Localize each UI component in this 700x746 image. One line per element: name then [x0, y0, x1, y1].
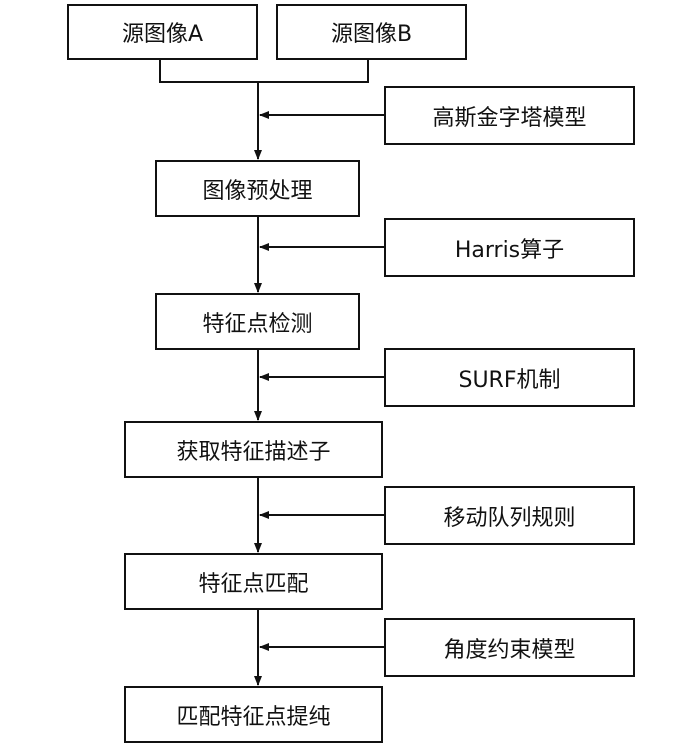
step-refinement-label: 匹配特征点提纯 — [176, 704, 331, 730]
step-descriptor-box: 获取特征描述子 — [124, 421, 383, 478]
method-gaussian-pyramid-box: 高斯金字塔模型 — [384, 86, 635, 145]
method-gaussian-pyramid-label: 高斯金字塔模型 — [432, 105, 587, 131]
method-harris-label: Harris算子 — [454, 237, 565, 263]
step-feature-detection-box: 特征点检测 — [155, 293, 360, 350]
method-moving-queue-box: 移动队列规则 — [384, 486, 635, 545]
method-angle-constraint-box: 角度约束模型 — [384, 618, 635, 677]
source-image-a-box: 源图像A — [67, 4, 258, 60]
method-surf-label: SURF机制 — [458, 367, 561, 393]
step-refinement-box: 匹配特征点提纯 — [124, 686, 383, 743]
step-descriptor-label: 获取特征描述子 — [176, 439, 331, 465]
source-image-a-label: 源图像A — [121, 22, 204, 47]
method-angle-constraint-label: 角度约束模型 — [443, 637, 576, 663]
method-surf-box: SURF机制 — [384, 348, 635, 407]
source-merge-bracket — [159, 60, 369, 83]
source-image-b-box: 源图像B — [276, 4, 467, 60]
step-matching-label: 特征点匹配 — [198, 571, 309, 597]
step-preprocessing-label: 图像预处理 — [202, 178, 313, 204]
step-matching-box: 特征点匹配 — [124, 553, 383, 610]
method-harris-box: Harris算子 — [384, 218, 635, 277]
step-preprocessing-box: 图像预处理 — [155, 160, 360, 217]
step-feature-detection-label: 特征点检测 — [202, 311, 313, 337]
method-moving-queue-label: 移动队列规则 — [443, 505, 576, 531]
side-input-arrows — [259, 111, 384, 651]
source-image-b-label: 源图像B — [330, 22, 413, 47]
